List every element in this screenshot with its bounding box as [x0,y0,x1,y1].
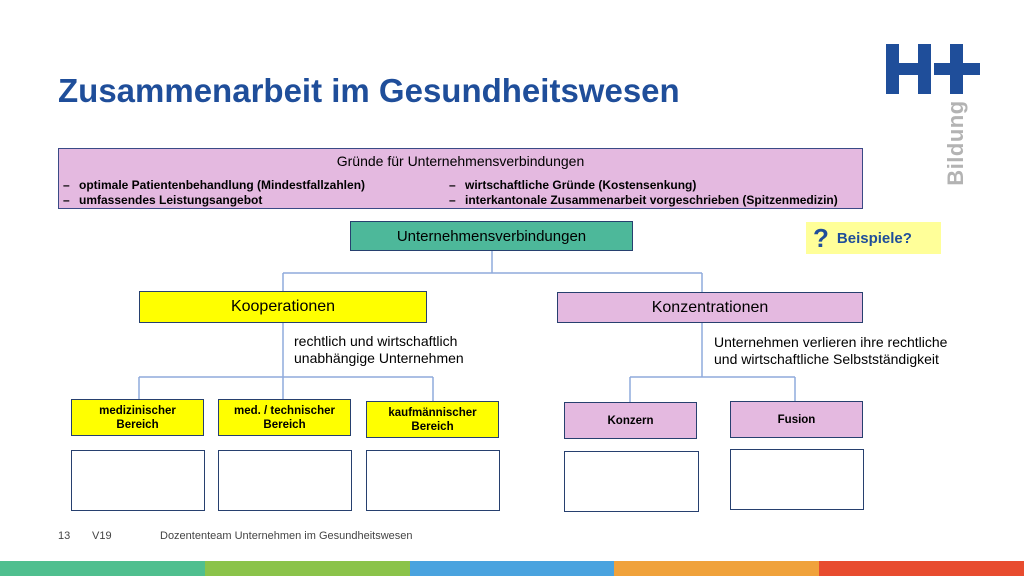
empty-box [730,449,864,510]
note-line: Unternehmen verlieren ihre rechtliche [714,334,948,350]
dash: – [63,178,70,192]
empty-box [218,450,352,511]
fusion-node: Fusion [730,401,863,438]
empty-box [564,451,699,512]
node-line: Bereich [411,420,454,433]
footer-color-bars [0,561,1024,576]
node-line: Bereich [263,418,306,431]
node-line: kaufmännischer [388,406,477,419]
konzentrationen-note: Unternehmen verlieren ihre rechtliche un… [714,334,947,368]
color-bar [819,561,1024,576]
konzern-node: Konzern [564,402,697,439]
dash: – [449,193,456,207]
reasons-heading: Gründe für Unternehmensverbindungen [336,153,585,169]
version-label: V19 [92,530,112,542]
reasons-box: Gründe für Unternehmensverbindungen –opt… [58,148,863,209]
empty-box [71,450,205,511]
page-number: 13 [58,530,71,542]
h-letter-icon [886,44,931,94]
konzentrationen-node: Konzentrationen [557,292,863,323]
empty-box [366,450,500,511]
examples-badge: ? Beispiele? [806,222,941,254]
footer-text: Dozententeam Unternehmen im Gesundheitsw… [160,530,413,542]
reason-item: –optimale Patientenbehandlung (Mindestfa… [63,178,365,192]
root-node: Unternehmensverbindungen [350,221,633,251]
plus-icon [934,44,980,94]
color-bar [614,561,820,576]
color-bar [0,561,205,576]
node-line: medizinischer [99,404,176,417]
reason-item: –wirtschaftliche Gründe (Kostensenkung) [449,178,696,192]
reason-text: optimale Patientenbehandlung (Mindestfal… [79,178,366,192]
color-bar [409,561,615,576]
reason-item: –umfassendes Leistungsangebot [63,193,262,207]
note-line: und wirtschaftliche Selbstständigkeit [714,351,939,367]
note-line: unabhängige Unternehmen [294,350,464,366]
note-line: rechtlich und wirtschaftlich [294,333,458,349]
node-line: Bereich [116,418,159,431]
dash: – [449,178,456,192]
reason-text: wirtschaftliche Gründe (Kostensenkung) [465,178,697,192]
page-title: Zusammenarbeit im Gesundheitswesen [58,72,680,109]
reason-text: interkantonale Zusammenarbeit vorgeschri… [465,193,838,207]
kooperationen-note: rechtlich und wirtschaftlich unabhängige… [294,333,464,367]
examples-label: Beispiele? [836,229,912,247]
medical-area-node: medizinischer Bereich [71,399,204,436]
kooperationen-node: Kooperationen [139,291,427,323]
dash: – [63,193,70,207]
commercial-area-node: kaufmännischer Bereich [366,401,499,438]
color-bar [204,561,410,576]
med-technical-area-node: med. / technischer Bereich [218,399,351,436]
node-line: med. / technischer [234,404,335,417]
question-mark-icon: ? [813,223,829,253]
reason-text: umfassendes Leistungsangebot [79,193,263,207]
reason-item: –interkantonale Zusammenarbeit vorgeschr… [449,193,838,207]
